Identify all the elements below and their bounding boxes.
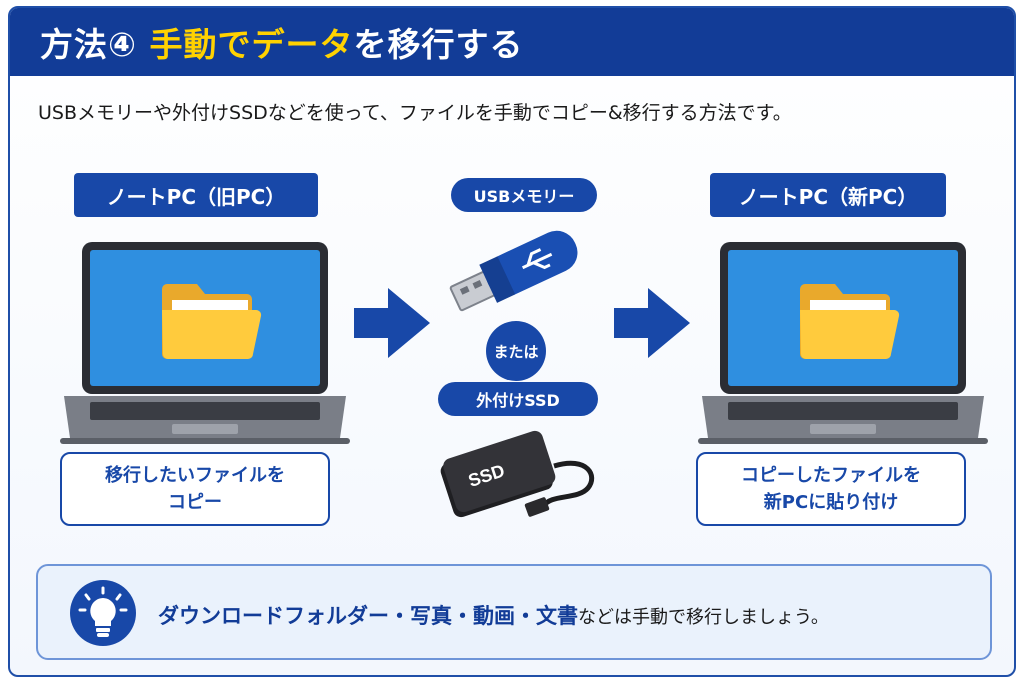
- old-pc-caption-line2: コピー: [168, 492, 222, 513]
- arrow-right-icon: [354, 288, 430, 358]
- usb-stick-illustration: [449, 230, 578, 312]
- subtitle-text: USBメモリーや外付けSSDなどを使って、ファイルを手動でコピー&移行する方法で…: [38, 102, 792, 124]
- folder-icon: [800, 284, 900, 359]
- laptop-trackpad: [172, 424, 238, 434]
- tip-rest-text: などは手動で移行しましょう。: [578, 607, 829, 628]
- external-ssd-label: 外付けSSD: [438, 382, 598, 416]
- title-highlight: 手動でデータ: [149, 25, 354, 64]
- arrow-right-icon: [614, 288, 690, 358]
- folder-icon: [162, 284, 262, 359]
- ssd-cable: [541, 460, 595, 508]
- new-pc-caption-line1: コピーしたファイルを: [741, 465, 921, 486]
- header-bar: 方法④ 手動でデータを移行する: [10, 8, 1014, 76]
- infographic-frame: 方法④ 手動でデータを移行する USBメモリーや外付けSSDなどを使って、ファイ…: [8, 6, 1016, 677]
- tip-strong-text: ダウンロードフォルダー・写真・動画・文書: [158, 604, 578, 628]
- new-pc-label: ノートPC（新PC）: [710, 173, 946, 217]
- usb-memory-label: USBメモリー: [451, 178, 597, 212]
- title-prefix: 方法④: [40, 25, 150, 64]
- or-badge: または: [486, 321, 546, 381]
- title-suffix: を移行する: [353, 25, 524, 64]
- laptop-base: [60, 438, 350, 444]
- tip-box: ダウンロードフォルダー・写真・動画・文書などは手動で移行しましょう。: [36, 564, 992, 660]
- laptop-keyboard: [90, 402, 320, 420]
- old-pc-caption-line1: 移行したいファイルを: [105, 465, 285, 486]
- old-pc-label: ノートPC（旧PC）: [74, 173, 318, 217]
- tip-text: ダウンロードフォルダー・写真・動画・文書などは手動で移行しましょう。: [158, 600, 829, 630]
- laptop-trackpad: [810, 424, 876, 434]
- laptop-base: [698, 438, 988, 444]
- old-pc-caption: 移行したいファイルを コピー: [60, 452, 330, 526]
- ssd-plug: [524, 497, 550, 517]
- new-pc-caption: コピーしたファイルを 新PCに貼り付け: [696, 452, 966, 526]
- external-ssd-illustration: SSD: [440, 430, 595, 518]
- old-laptop-illustration: [60, 242, 350, 444]
- new-laptop-illustration: [698, 242, 988, 444]
- new-pc-caption-line2: 新PCに貼り付け: [763, 492, 899, 513]
- usb-symbol-icon: [521, 248, 553, 270]
- page-title: 方法④ 手動でデータを移行する: [40, 18, 523, 66]
- laptop-keyboard: [728, 402, 958, 420]
- lightbulb-icon: [70, 580, 136, 646]
